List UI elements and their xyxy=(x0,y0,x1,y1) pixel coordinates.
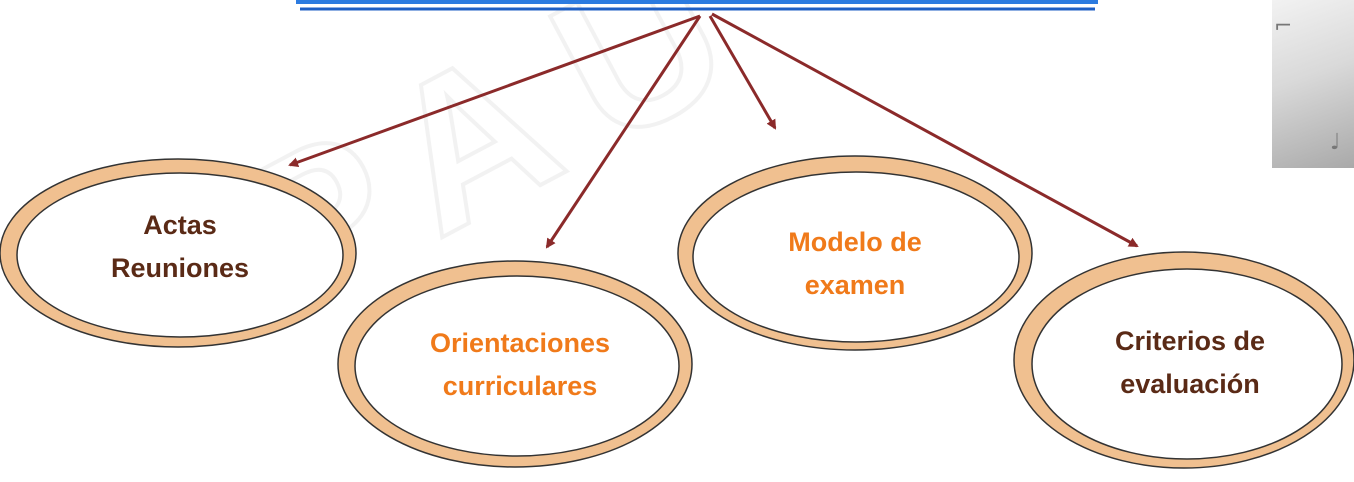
node-criterios-ellipse xyxy=(1013,251,1354,469)
node-orientaciones-line2: curriculares xyxy=(442,371,598,401)
arrow-to-actas xyxy=(288,14,701,167)
arrow-to-orientaciones xyxy=(545,15,702,249)
node-orientaciones-line1: Orientaciones xyxy=(429,328,611,358)
node-actas-line1: Actas xyxy=(143,210,217,240)
photo-glyph-icon: ⌐ xyxy=(1274,14,1293,39)
node-orientaciones-ellipse xyxy=(337,260,693,468)
node-criterios-line2: evaluación xyxy=(1120,369,1260,399)
node-modelo-line2: examen xyxy=(804,270,906,300)
arrow-to-criterios xyxy=(711,12,1139,248)
node-actas-line2: Reuniones xyxy=(110,253,250,283)
node-modelo-label: Modelo de examen xyxy=(740,221,970,307)
node-orientaciones-label: Orientaciones curriculares xyxy=(395,322,645,408)
node-criterios-label: Criterios de evaluación xyxy=(1075,320,1305,406)
arrow-to-modelo xyxy=(708,15,777,130)
node-criterios-line1: Criterios de xyxy=(1114,326,1266,356)
corner-photo: ⌐ ♩ xyxy=(1272,0,1354,168)
node-actas-ellipse xyxy=(0,158,357,348)
node-modelo-ellipse xyxy=(677,155,1033,351)
photo-glyph-icon: ♩ xyxy=(1330,130,1341,155)
node-modelo-line1: Modelo de xyxy=(788,227,922,257)
node-actas-label: Actas Reuniones xyxy=(80,204,280,290)
